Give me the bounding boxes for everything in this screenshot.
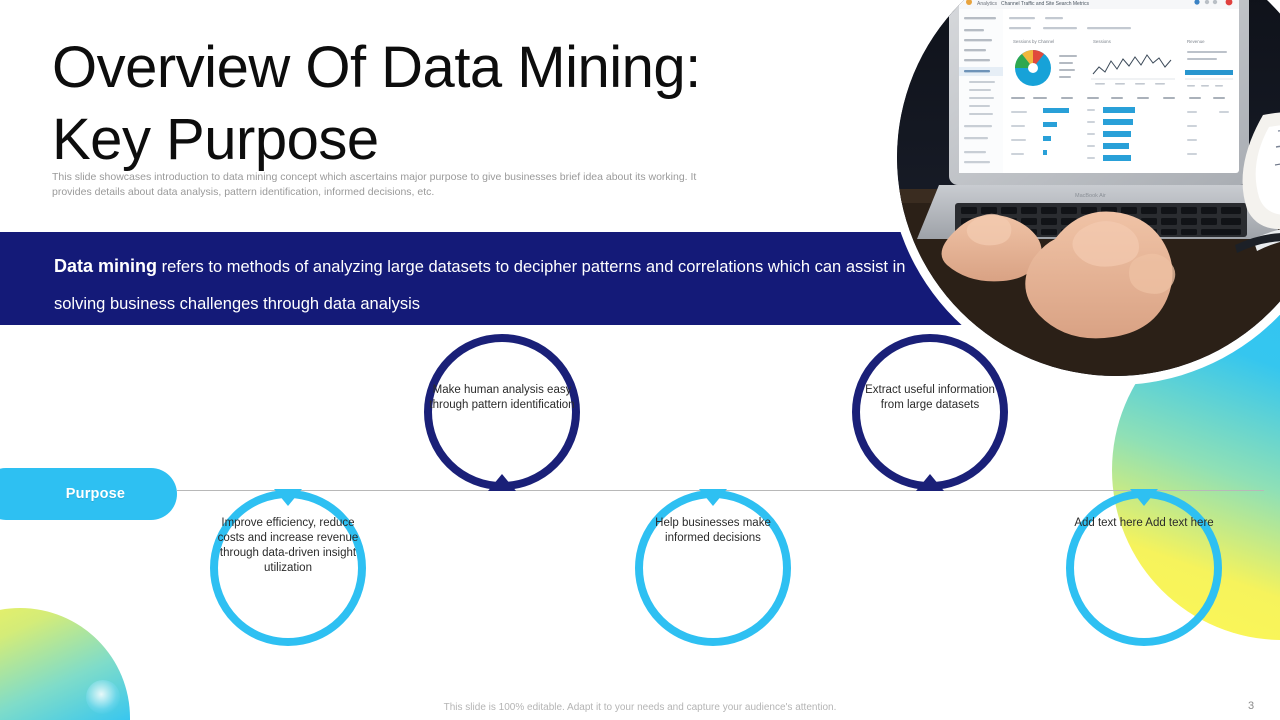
purpose-node-1-text: Improve efficiency, reduce costs and inc… (217, 517, 359, 574)
purpose-node-2-marker-icon (488, 474, 516, 491)
definition-term: Data mining (54, 256, 158, 276)
svg-text:Analytics: Analytics (977, 1, 998, 7)
footer-note: This slide is 100% editable. Adapt it to… (443, 702, 837, 713)
laptop-photo-illustration-icon: Analytics Channel Traffic and Site Searc… (897, 0, 1280, 376)
purpose-label-pill: Purpose (0, 468, 177, 520)
svg-text:Sessions: Sessions (1093, 39, 1112, 44)
page-title-line-2: Key Purpose (52, 107, 379, 172)
page-number: 3 (1248, 700, 1255, 712)
purpose-node-1-marker-icon (274, 489, 302, 506)
purpose-node-5-text: Add text here Add text here (1074, 517, 1214, 529)
purpose-node-2-text: Make human analysis easy through pattern… (429, 384, 575, 411)
gradient-highlight-dot-icon (86, 680, 120, 714)
purpose-node-3-marker-icon (699, 489, 727, 506)
definition-body: refers to methods of analyzing large dat… (54, 258, 906, 313)
purpose-node-4-text: Extract useful information from large da… (865, 384, 995, 411)
purpose-node-3-ring (635, 490, 791, 646)
page-subtitle: This slide showcases introduction to dat… (52, 171, 697, 198)
page-title-line-1: Overview Of Data Mining: (52, 35, 701, 100)
purpose-label-text: Purpose (65, 486, 126, 502)
svg-text:Sessions by Channel: Sessions by Channel (1013, 39, 1054, 44)
page-title: Overview Of Data Mining: Key Purpose (52, 32, 752, 176)
purpose-node-4-marker-icon (916, 474, 944, 491)
definition-banner-text: Data mining refers to methods of analyzi… (54, 248, 914, 323)
purpose-node-3-text: Help businesses make informed decisions (655, 517, 771, 544)
hero-photo-frame: Analytics Channel Traffic and Site Searc… (888, 0, 1280, 385)
svg-text:Revenue: Revenue (1187, 39, 1205, 44)
purpose-node-5-ring (1066, 490, 1222, 646)
svg-text:MacBook Air: MacBook Air (1075, 193, 1106, 199)
svg-text:Channel Traffic and Site Searc: Channel Traffic and Site Search Metrics (1001, 1, 1090, 7)
purpose-node-5-marker-icon (1130, 489, 1158, 506)
definition-banner (0, 232, 962, 325)
